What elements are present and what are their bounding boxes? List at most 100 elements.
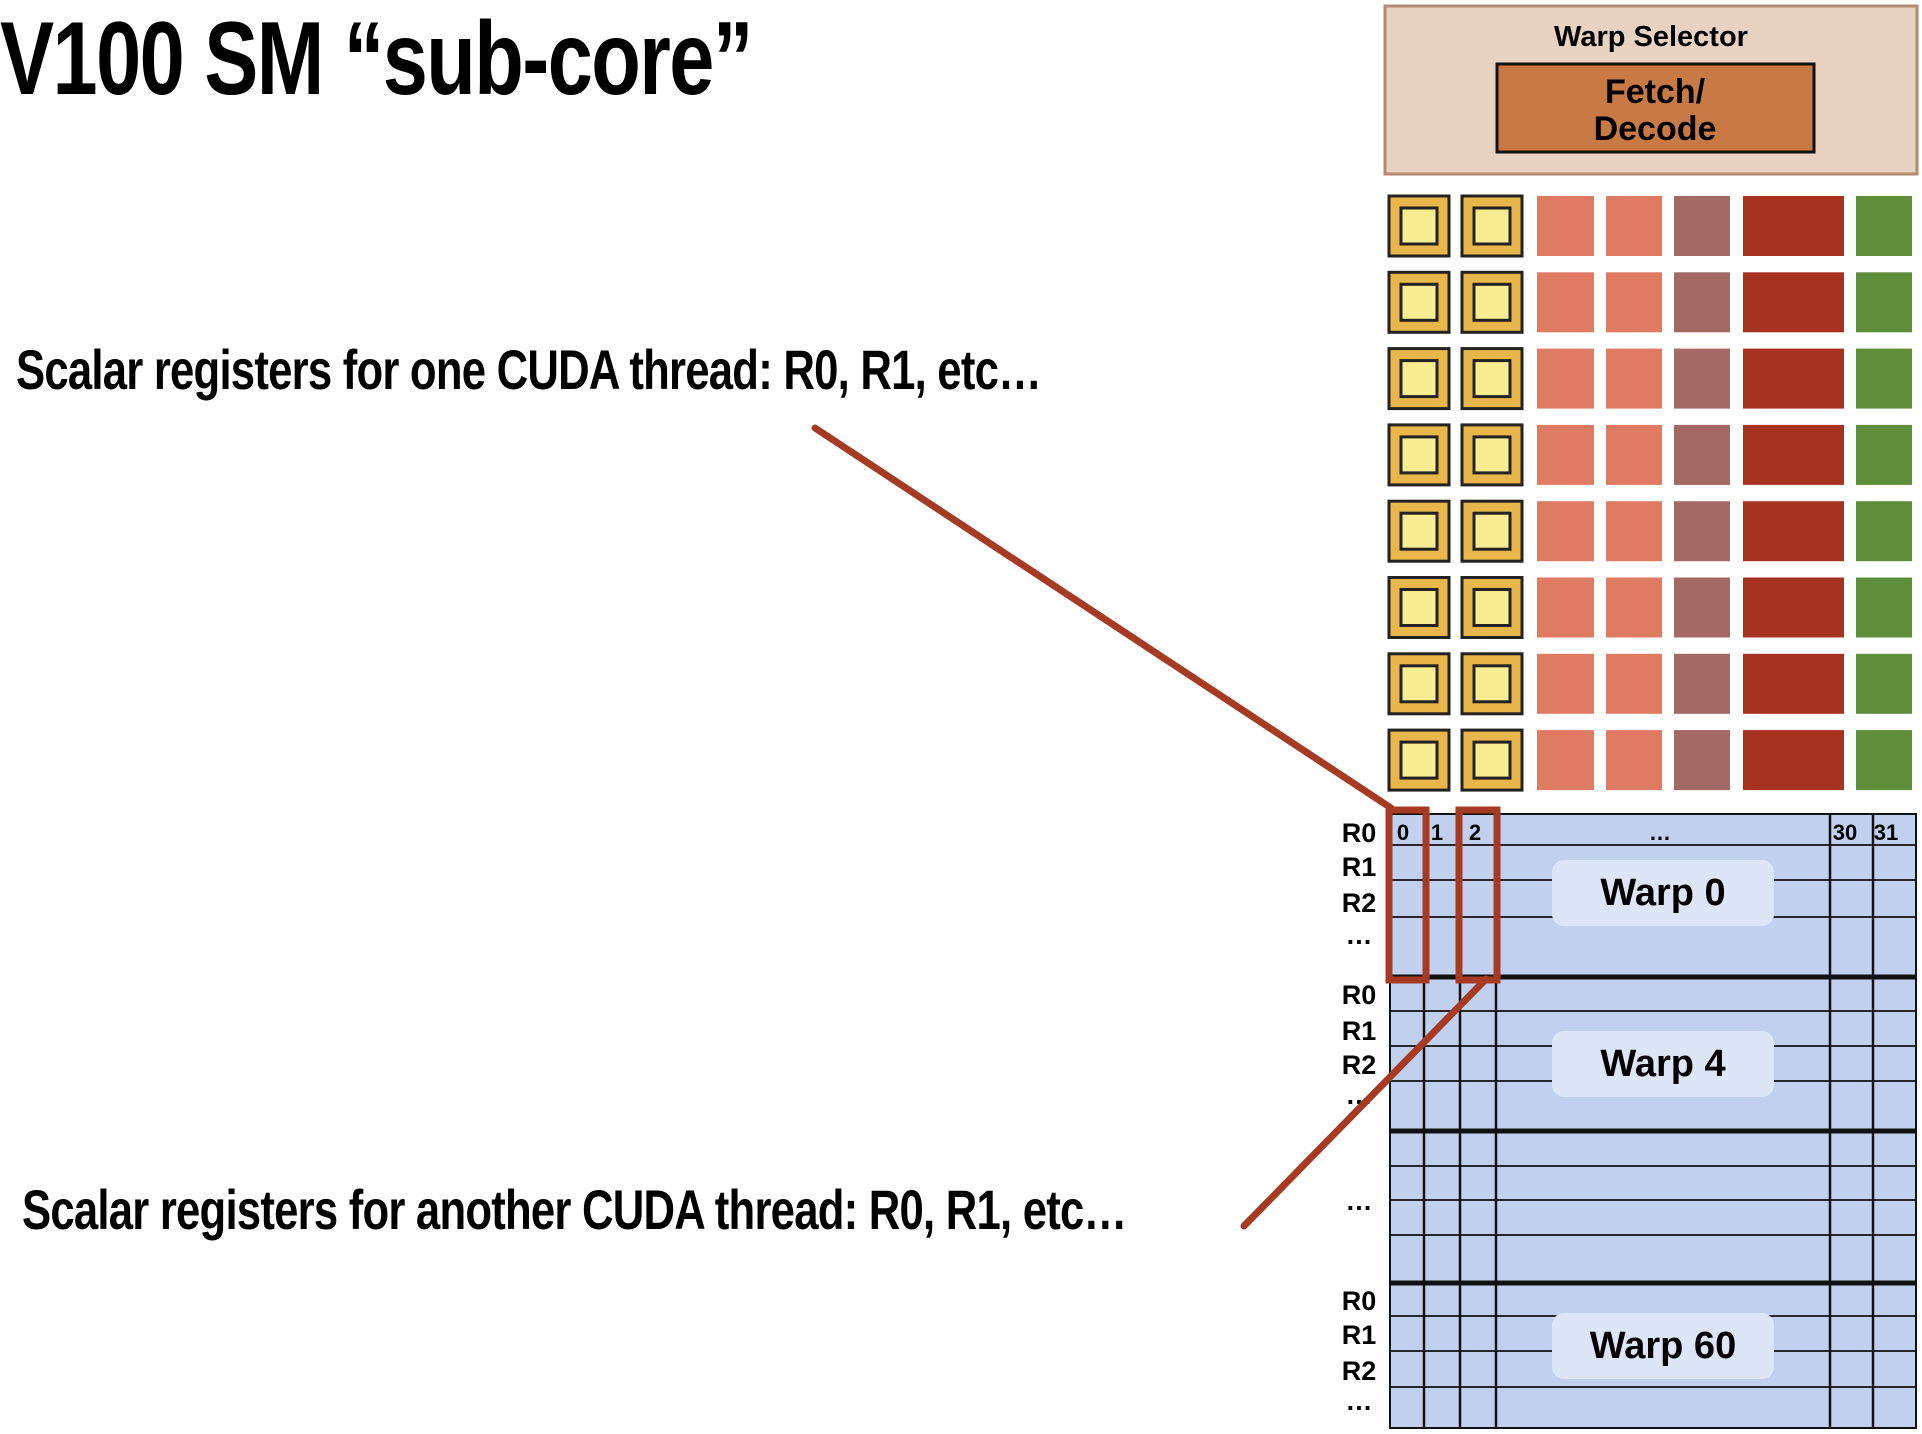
- unit-salmon: [1606, 196, 1662, 256]
- unit-salmon: [1606, 501, 1662, 562]
- execution-unit-row: [1387, 270, 1912, 334]
- unit-mauve: [1674, 730, 1730, 791]
- warp-label-pill: [1552, 1031, 1774, 1097]
- register-row-label: R1: [1342, 852, 1377, 882]
- alu-core-inner: [1472, 511, 1512, 551]
- unit-green: [1856, 730, 1912, 791]
- unit-salmon: [1537, 348, 1594, 409]
- alu-core-inner: [1472, 588, 1512, 627]
- thread-column-label: 30: [1833, 820, 1857, 845]
- execution-unit-row: [1387, 728, 1912, 792]
- alu-core-inner: [1472, 206, 1512, 246]
- unit-red: [1743, 272, 1844, 333]
- unit-salmon: [1606, 272, 1662, 333]
- execution-unit-row: [1387, 423, 1912, 487]
- thread-column-label: …: [1649, 820, 1671, 845]
- alu-core-inner: [1472, 282, 1512, 322]
- highlight-thread-0-registers: [1385, 806, 1430, 984]
- unit-green: [1856, 501, 1912, 562]
- execution-unit-row: [1387, 652, 1912, 716]
- fetch-decode-label-line2: Decode: [1594, 110, 1717, 148]
- alu-core-inner: [1399, 588, 1439, 627]
- warp-selector-label: Warp Selector: [1554, 21, 1748, 53]
- unit-green: [1856, 272, 1912, 333]
- unit-salmon: [1537, 653, 1594, 714]
- unit-green: [1856, 196, 1912, 256]
- register-row-label: …: [1346, 1186, 1373, 1216]
- unit-green: [1856, 577, 1912, 638]
- register-row-label: R2: [1342, 1356, 1377, 1386]
- thread-column-label: 0: [1397, 820, 1409, 845]
- unit-salmon: [1606, 348, 1662, 409]
- unit-salmon: [1537, 730, 1594, 791]
- thread-column-label: 2: [1469, 820, 1481, 845]
- fetch-decode-label-line1: Fetch/: [1605, 73, 1706, 111]
- execution-units: [1387, 194, 1912, 792]
- callout-line-one-thread: [811, 424, 1395, 812]
- alu-core-inner: [1399, 511, 1439, 551]
- warp-label: Warp 0: [1600, 872, 1725, 914]
- alu-core-inner: [1399, 282, 1439, 322]
- alu-core-inner: [1399, 740, 1439, 780]
- unit-red: [1743, 348, 1844, 409]
- execution-unit-row: [1387, 499, 1912, 563]
- unit-mauve: [1674, 272, 1730, 333]
- unit-salmon: [1537, 272, 1594, 333]
- unit-salmon: [1537, 196, 1594, 256]
- register-row-label: …: [1346, 920, 1373, 950]
- highlight-thread-2-registers: [1455, 806, 1501, 984]
- alu-core-inner: [1399, 435, 1439, 475]
- unit-salmon: [1537, 501, 1594, 562]
- alu-core-inner: [1472, 664, 1512, 704]
- unit-salmon: [1537, 424, 1594, 485]
- execution-unit-row: [1387, 347, 1912, 411]
- caption-another-thread: Scalar registers for another CUDA thread…: [22, 1178, 1127, 1241]
- register-row-label: R1: [1342, 1320, 1377, 1350]
- unit-green: [1856, 348, 1912, 409]
- unit-red: [1743, 577, 1844, 638]
- unit-mauve: [1674, 501, 1730, 562]
- alu-core: [1387, 270, 1451, 334]
- alu-core: [1387, 576, 1451, 639]
- register-row-label: R0: [1342, 980, 1377, 1010]
- register-row-label: …: [1346, 1386, 1373, 1416]
- execution-unit-row: [1387, 576, 1912, 639]
- unit-red: [1743, 501, 1844, 562]
- callouts: [811, 424, 1501, 1230]
- caption-one-thread: Scalar registers for one CUDA thread: R0…: [16, 338, 1042, 401]
- callout-line-another-thread: [1240, 975, 1490, 1230]
- unit-salmon: [1606, 653, 1662, 714]
- unit-red: [1743, 196, 1844, 256]
- unit-mauve: [1674, 196, 1730, 256]
- unit-green: [1856, 653, 1912, 714]
- unit-salmon: [1606, 577, 1662, 638]
- thread-column-label: 31: [1874, 820, 1898, 845]
- alu-core-inner: [1399, 664, 1439, 704]
- warp-label-pill: [1552, 1313, 1774, 1379]
- slide-title: V100 SM “sub-core”: [0, 1, 753, 117]
- unit-red: [1743, 730, 1844, 791]
- warp-selector: Warp Selector Fetch/ Decode: [1383, 4, 1919, 176]
- unit-salmon: [1606, 424, 1662, 485]
- unit-mauve: [1674, 577, 1730, 638]
- warp-label-pill: [1552, 860, 1774, 926]
- alu-core-inner: [1472, 740, 1512, 780]
- alu-core-inner: [1472, 435, 1512, 475]
- fetch-decode-box: [1495, 62, 1816, 154]
- unit-salmon: [1606, 730, 1662, 791]
- alu-core: [1387, 194, 1451, 258]
- unit-mauve: [1674, 348, 1730, 409]
- unit-salmon: [1537, 577, 1594, 638]
- alu-core-inner: [1399, 206, 1439, 246]
- unit-red: [1743, 653, 1844, 714]
- register-row-label: R2: [1342, 1050, 1377, 1080]
- thread-column-label: 1: [1431, 820, 1443, 845]
- register-row-label: R2: [1342, 888, 1377, 918]
- register-row-label: R1: [1342, 1016, 1377, 1046]
- alu-core-inner: [1399, 359, 1439, 399]
- warp-label: Warp 4: [1600, 1043, 1725, 1085]
- unit-red: [1743, 424, 1844, 485]
- unit-green: [1856, 424, 1912, 485]
